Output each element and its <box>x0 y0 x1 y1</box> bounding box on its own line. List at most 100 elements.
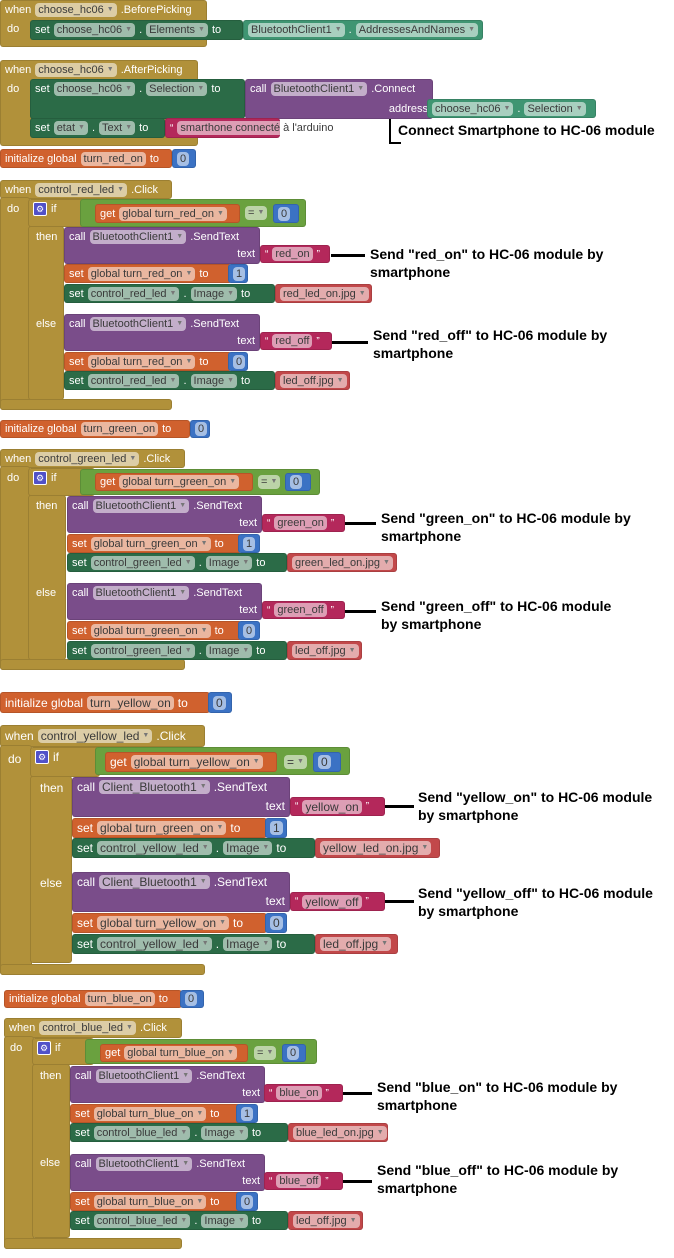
dropdown-field[interactable]: choose_hc06▼ <box>53 23 136 37</box>
dropdown-field[interactable]: BluetoothClient1▼ <box>89 229 187 244</box>
number-block[interactable]: 0 <box>190 420 210 438</box>
dropdown-field[interactable]: global turn_yellow_on▼ <box>130 755 263 769</box>
address-getter-block[interactable]: choose_hc06▼.Selection▼ <box>427 99 596 118</box>
dropdown-field[interactable]: Text▼ <box>99 121 136 135</box>
image-asset-block[interactable]: blue_led_on.jpg▼ <box>288 1123 388 1142</box>
dropdown-field[interactable]: led_off.jpg▼ <box>320 937 392 951</box>
if-block-body[interactable] <box>32 1064 70 1238</box>
dropdown-field[interactable]: Client_Bluetooth1▼ <box>99 875 210 889</box>
dropdown-field[interactable]: control_yellow_led▼ <box>37 729 153 743</box>
dropdown-field[interactable]: BluetoothClient1▼ <box>89 316 187 331</box>
string-value[interactable]: green_on <box>274 516 327 530</box>
value-field[interactable]: 0 <box>290 475 303 489</box>
dropdown-field[interactable]: Image▼ <box>223 937 273 951</box>
if-block-body[interactable] <box>28 226 64 400</box>
text-string-block[interactable]: “green_off” <box>262 601 345 619</box>
number-block[interactable]: 0 <box>236 1192 258 1211</box>
dropdown-field[interactable]: Selection▼ <box>146 82 208 96</box>
dropdown-field[interactable]: led_off.jpg▼ <box>292 643 359 658</box>
compare-operator-dropdown[interactable]: =▼ <box>254 1046 277 1060</box>
text-string-block[interactable]: “red_on” <box>260 245 330 263</box>
dropdown-field[interactable]: control_red_led▼ <box>87 286 180 301</box>
dropdown-field[interactable]: Selection▼ <box>524 101 586 116</box>
number-block[interactable]: 0 <box>172 149 196 168</box>
number-block[interactable]: 0 <box>238 621 260 640</box>
if-block[interactable]: ⚙if <box>30 747 100 777</box>
value-field[interactable]: 0 <box>185 992 198 1006</box>
dropdown-field[interactable]: BluetoothClient1▼ <box>270 82 368 96</box>
event-body[interactable] <box>0 466 30 670</box>
dropdown-field[interactable]: choose_hc06▼ <box>432 101 514 116</box>
value-field[interactable]: 0 <box>287 1046 300 1060</box>
image-asset-block[interactable]: green_led_on.jpg▼ <box>287 553 397 572</box>
dropdown-field[interactable]: Image▼ <box>205 643 253 658</box>
number-block[interactable]: 0 <box>265 913 287 933</box>
image-asset-block[interactable]: led_off.jpg▼ <box>288 1211 363 1230</box>
number-block[interactable]: 0 <box>273 204 299 223</box>
dropdown-field[interactable]: green_led_on.jpg▼ <box>292 555 393 570</box>
dropdown-field[interactable]: global turn_green_on▼ <box>90 536 211 551</box>
text-string-block[interactable]: “blue_off” <box>264 1172 343 1190</box>
addresses-getter-block[interactable]: BluetoothClient1▼.AddressesAndNames▼ <box>243 20 483 40</box>
dropdown-field[interactable]: global turn_blue_on▼ <box>93 1194 207 1209</box>
compare-operator-dropdown[interactable]: =▼ <box>258 475 281 489</box>
dropdown-field[interactable]: global turn_yellow_on▼ <box>97 916 230 930</box>
event-body[interactable] <box>0 745 32 975</box>
dropdown-field[interactable]: Image▼ <box>201 1125 248 1140</box>
string-value[interactable]: blue_off <box>276 1174 322 1188</box>
number-block[interactable]: 0 <box>228 352 248 371</box>
text-string-block[interactable]: “red_off” <box>260 332 332 350</box>
number-block[interactable]: 0 <box>208 692 232 713</box>
if-block-body[interactable] <box>30 776 72 963</box>
image-asset-block[interactable]: red_led_on.jpg▼ <box>275 284 372 303</box>
dropdown-field[interactable]: control_green_led▼ <box>90 643 195 658</box>
dropdown-field[interactable]: global turn_green_on▼ <box>90 623 211 638</box>
dropdown-field[interactable]: BluetoothClient1▼ <box>92 585 190 600</box>
string-value[interactable]: red_off <box>272 334 313 348</box>
text-string-block[interactable]: “blue_on” <box>264 1084 343 1102</box>
gear-icon[interactable]: ⚙ <box>33 470 47 485</box>
dropdown-field[interactable]: Image▼ <box>205 555 253 570</box>
value-field[interactable]: 0 <box>195 422 208 436</box>
value-field[interactable]: 0 <box>243 623 256 638</box>
value-field[interactable]: 1 <box>241 1106 254 1121</box>
value-field[interactable]: 1 <box>270 821 283 835</box>
dropdown-field[interactable]: led_off.jpg▼ <box>280 373 347 388</box>
dropdown-field[interactable]: control_red_led▼ <box>87 373 180 388</box>
dropdown-field[interactable]: red_led_on.jpg▼ <box>280 286 369 301</box>
dropdown-field[interactable]: control_yellow_led▼ <box>97 841 212 855</box>
compare-operator-dropdown[interactable]: =▼ <box>245 206 268 220</box>
dropdown-field[interactable]: BluetoothClient1▼ <box>248 23 345 37</box>
number-block[interactable]: 0 <box>282 1044 306 1062</box>
dropdown-field[interactable]: led_off.jpg▼ <box>293 1213 360 1228</box>
dropdown-field[interactable]: global turn_blue_on▼ <box>93 1106 207 1121</box>
dropdown-field[interactable]: control_green_led▼ <box>90 555 195 570</box>
